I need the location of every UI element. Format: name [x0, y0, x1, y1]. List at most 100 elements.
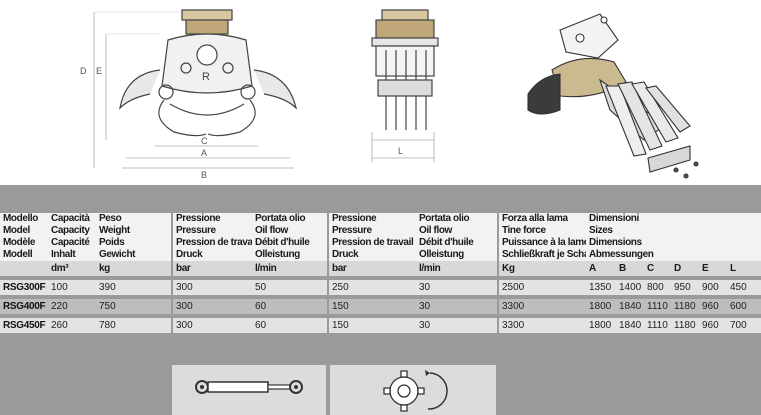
header-cell: Poids — [96, 237, 173, 249]
header-cell: Pressione — [172, 213, 252, 225]
header-cell: Modèle — [0, 237, 48, 249]
value-cell: 700 — [727, 318, 761, 333]
label-e: E — [96, 66, 102, 76]
unit-cell: B — [616, 261, 644, 276]
value-cell: 1110 — [644, 299, 671, 314]
value-cell: 300 — [172, 280, 252, 295]
front-view-drawing — [93, 9, 298, 169]
value-cell: 30 — [416, 318, 499, 333]
rotation-gear-icon — [383, 370, 448, 412]
value-cell: 30 — [416, 299, 499, 314]
technical-drawings: D E C A B R L — [0, 0, 761, 185]
value-cell: 300 — [172, 299, 252, 314]
value-cell: 950 — [671, 280, 699, 295]
header-cell: Oil flow — [416, 225, 499, 237]
cylinder-icon-panel — [172, 365, 326, 415]
unit-cell: l/min — [416, 261, 499, 276]
label-c: C — [201, 136, 208, 146]
header-cell: Weight — [96, 225, 173, 237]
value-cell: 300 — [172, 318, 252, 333]
header-cell: Pressure — [172, 225, 252, 237]
value-cell: 3300 — [498, 318, 586, 333]
value-cell: 1110 — [644, 318, 671, 333]
value-cell: 1180 — [671, 318, 699, 333]
header-cell: Peso — [96, 213, 173, 225]
model-cell: RSG450F — [0, 318, 48, 333]
header-cell: Druck — [328, 249, 416, 261]
header-cell: Druck — [172, 249, 252, 261]
header-cell: Dimensioni — [586, 213, 761, 225]
value-cell: 780 — [96, 318, 173, 333]
value-cell: 390 — [96, 280, 173, 295]
value-cell: 30 — [416, 280, 499, 295]
header-cell: Portata olio — [252, 213, 329, 225]
unit-cell: C — [644, 261, 671, 276]
header-cell: Portata olio — [416, 213, 499, 225]
unit-cell: bar — [328, 261, 416, 276]
value-cell: 1840 — [616, 318, 644, 333]
rotation-icon-panel — [330, 365, 496, 415]
header-cell: Modello — [0, 213, 48, 225]
label-d: D — [80, 66, 87, 76]
unit-cell: dm³ — [48, 261, 96, 276]
model-cell: RSG400F — [0, 299, 48, 314]
header-cell: Pression de travail — [172, 237, 252, 249]
value-cell: 50 — [252, 280, 329, 295]
unit-cell: Kg — [498, 261, 586, 276]
header-cell: Inhalt — [48, 249, 96, 261]
unit-cell: L — [727, 261, 761, 276]
header-cell: Model — [0, 225, 48, 237]
perspective-view-drawing — [527, 13, 699, 179]
value-cell: 750 — [96, 299, 173, 314]
header-cell: Ölleistung — [416, 249, 499, 261]
value-cell: 450 — [727, 280, 761, 295]
value-cell: 1800 — [586, 299, 616, 314]
header-cell: Pressure — [328, 225, 416, 237]
unit-cell — [0, 261, 48, 276]
unit-cell: A — [586, 261, 616, 276]
value-cell: 220 — [48, 299, 96, 314]
value-cell: 1400 — [616, 280, 644, 295]
value-cell: 250 — [328, 280, 416, 295]
header-cell: Modell — [0, 249, 48, 261]
header-cell: Ölleistung — [252, 249, 329, 261]
value-cell: 1800 — [586, 318, 616, 333]
drawings-svg: D E C A B R L — [80, 9, 699, 180]
value-cell: 60 — [252, 318, 329, 333]
value-cell: 2500 — [498, 280, 586, 295]
header-cell: Pression de travail — [328, 237, 416, 249]
value-cell: 60 — [252, 299, 329, 314]
header-cell: Tine force — [498, 225, 586, 237]
value-cell: 3300 — [498, 299, 586, 314]
value-cell: 600 — [727, 299, 761, 314]
value-cell: 1350 — [586, 280, 616, 295]
header-cell: Dimensions — [586, 237, 761, 249]
value-cell: 1180 — [671, 299, 699, 314]
header-cell: Capacità — [48, 213, 96, 225]
header-cell: Oil flow — [252, 225, 329, 237]
value-cell: 960 — [699, 318, 727, 333]
header-cell: Pressione — [328, 213, 416, 225]
unit-cell: kg — [96, 261, 173, 276]
header-cell: Abmessungen — [586, 249, 761, 261]
label-b: B — [201, 170, 207, 180]
value-cell: 150 — [328, 299, 416, 314]
header-cell: Débit d'huile — [252, 237, 329, 249]
unit-cell: l/min — [252, 261, 329, 276]
unit-cell: D — [671, 261, 699, 276]
header-cell: Schließkraft je Schale — [498, 249, 586, 261]
value-cell: 960 — [699, 299, 727, 314]
side-view-drawing — [371, 9, 439, 162]
